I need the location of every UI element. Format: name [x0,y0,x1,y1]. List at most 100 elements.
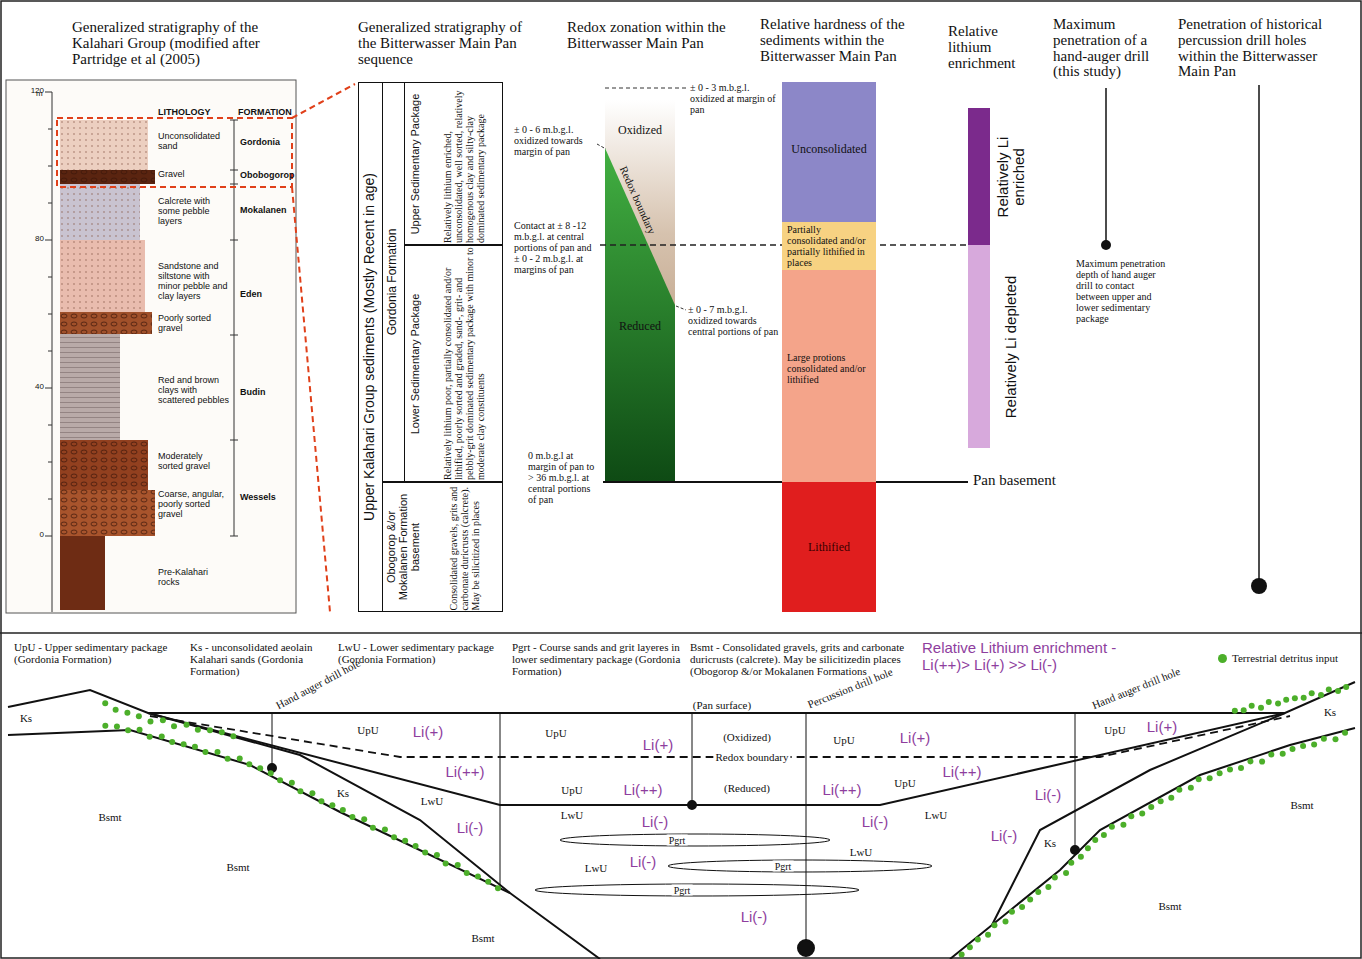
detritus-dot [1241,707,1247,713]
detritus-dot [985,932,991,938]
annotation-text: 120 [18,87,44,96]
section-label: Li(+) [1147,719,1177,736]
detritus-dot [413,843,419,849]
legend-text: Terrestrial detritus input [1232,652,1338,664]
node-text: Partially consolidated and/or partially … [785,224,874,268]
detritus-dot [1292,695,1298,701]
basement-cell: Obogorop &/or Mokalanen Formation baseme… [382,482,503,612]
detritus-dot [1232,708,1238,714]
node-text: Relatively lithium poor, partially conso… [424,245,503,482]
column-heading: Relative lithium enrichment [948,24,1030,71]
detritus-dot [160,717,166,723]
detritus-dot [169,739,175,745]
detritus-dot [225,756,231,762]
detritus-dot [102,700,108,706]
detritus-dot [1321,736,1327,742]
legend-swatch [1218,654,1227,663]
detritus-dot [1301,695,1307,701]
detritus-dot [1139,810,1145,816]
detritus-dot [967,944,973,950]
detritus-dot [1063,870,1069,876]
annotation-text: Wessels [240,493,290,503]
annotation-text: Mokalanen [240,206,296,216]
hardness-band: Large protions consolidated and/or lithi… [782,270,876,482]
detritus-dot [147,718,153,724]
section-label: Li(++) [942,764,981,781]
formation-cell: Gordonia FormationUpper Sedimentary Pack… [382,82,503,482]
column-heading: Generalized stratigraphy of the Bitterwa… [358,20,538,67]
annotation-text: Gordonia [240,138,295,148]
detritus-dot [1120,822,1126,828]
detritus-dot [230,733,236,739]
detritus-dot [289,780,295,786]
detritus-dot [113,707,119,713]
annotation-text: FORMATION [238,108,296,118]
node-text: Oxidized [612,122,668,140]
detritus-dot [237,755,243,761]
detritus-dot [329,802,335,808]
column-heading: Generalized stratigraphy of the Kalahari… [72,20,308,67]
hardness-band: Lithified [782,482,876,612]
section-label: Li(+) [413,724,443,741]
detritus-dot [1258,705,1264,711]
detritus-dot [136,713,142,719]
detritus-dot [1268,752,1274,758]
annotation-text: ± 0 - 6 m.b.g.l. oxidized towards margin… [514,124,596,157]
detritus-dot [1045,884,1051,890]
section-label: Ks [1324,706,1336,718]
section-label: Pgrt [672,885,693,896]
node-text: Gordonia Formation [382,82,404,482]
detritus-dot [124,710,130,716]
detritus-dot [464,870,470,876]
section-label: UpU [894,777,915,789]
detritus-dot [1168,795,1174,801]
section-label: LwU [561,809,584,821]
detritus-dot [402,838,408,844]
section-label: Li(-) [1035,787,1062,804]
section-label: Li(-) [991,828,1018,845]
detritus-dot [1052,874,1058,880]
detritus-dot [443,860,449,866]
node-text: Lithified [782,538,876,558]
section-label: Li(+) [643,737,673,754]
sequence-table: Upper Kalahari Group sediments (Mostly R… [358,82,503,612]
cross-section [8,682,1355,959]
detritus-dot [195,727,201,733]
detritus-dot [257,765,263,771]
section-label: Pgrt [773,861,794,872]
annotation-text: Calcrete with some pebble layers [158,197,230,227]
annotation-text: UpU - Upper sedimentary package (Gordoni… [14,641,186,665]
detritus-dot [202,749,208,755]
detritus-dot [1035,889,1041,895]
section-label: UpU [1104,724,1125,736]
detritus-dot [184,722,190,728]
detritus-dot [1335,688,1341,694]
column-heading: Relative hardness of the sediments withi… [760,17,920,64]
detritus-dot [485,879,491,885]
drill-depth-markers [1101,85,1267,594]
detritus-dot [102,723,108,729]
node-text: Upper Sedimentary Package [404,82,424,245]
section-label: Li(-) [741,909,768,926]
detritus-dot [1078,854,1084,860]
lithium-bar: Relatively Li enriched [968,108,990,245]
hardness-band: Unconsolidated [782,82,876,222]
node-text: Obogorop &/or Mokalanen Formation baseme… [382,482,424,612]
column-heading: Maximum penetration of a hand-auger dril… [1053,17,1171,80]
detritus-dot [434,852,440,858]
detritus-dot [1158,798,1164,804]
detritus-dot [147,734,153,740]
annotation-text: 40 [18,383,44,392]
detritus-dot [1283,697,1289,703]
section-label: UpU [357,724,378,736]
detritus-dot [1092,837,1098,843]
section-label: Hand auger drill hole [1090,665,1181,711]
annotation-text: Pan basement [973,472,1083,489]
detritus-dot [277,777,283,783]
detritus-dot [114,723,120,729]
axis-ticks [45,92,238,536]
node-text: Unconsolidated [782,140,876,160]
annotation-text: Coarse, angular, poorly sorted gravel [158,490,230,520]
